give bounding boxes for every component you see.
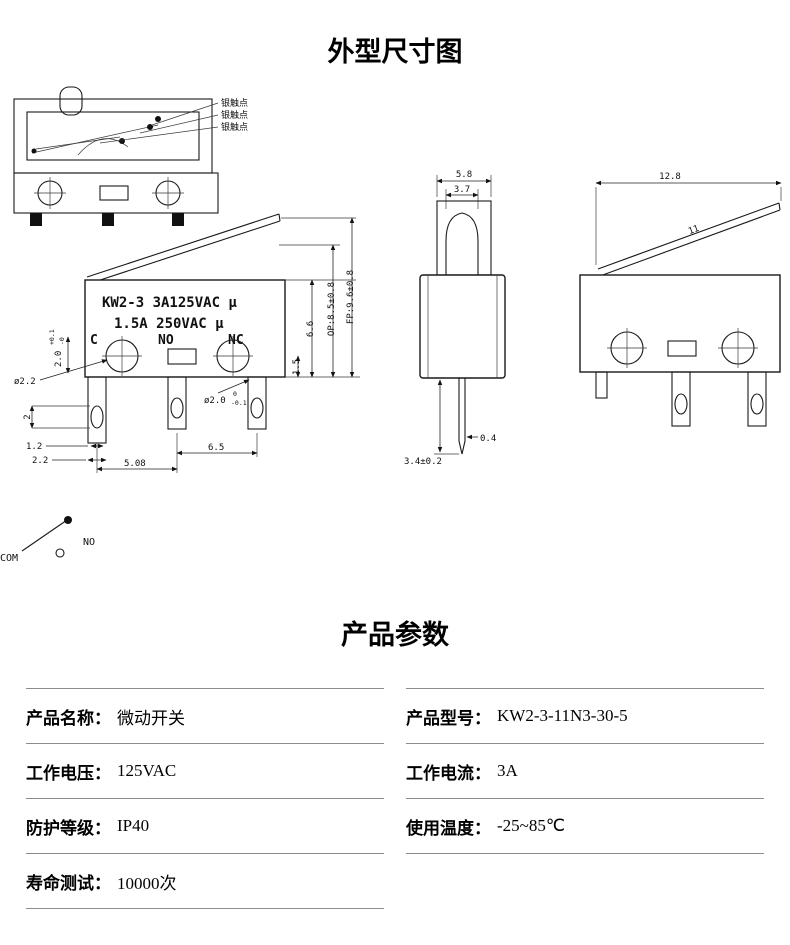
plunger [59,86,83,116]
dim-3-4: 3.4±0.2 [404,457,442,467]
spec-label: 产品名称： [26,708,111,728]
dim-hole-right: ø2.0 0 -0.1 [204,390,247,407]
spec-value: KW2-3-11N3-30-5 [497,706,628,725]
spec-row-model: 产品型号： KW2-3-11N3-30-5 [406,688,764,743]
spec-value: 3A [497,761,518,780]
spec-value: 125VAC [117,761,177,780]
spec-row-empty [406,853,764,908]
silver-contact-dot [119,138,125,144]
svg-text:2.0: 2.0 [54,351,64,367]
parameters-title: 产品参数 [341,620,449,650]
front-view: KW2-3 3A125VAC μ 1.5A 250VAC μ C NO NC 2… [14,213,360,473]
spec-row-product-name: 产品名称： 微动开关 [26,688,384,743]
spec-label: 防护等级： [26,818,111,838]
terminal-label-no: NO [158,333,174,348]
plunger-dome [445,212,479,275]
dim-1-5: 1.5 [292,359,302,375]
silver-contact-label-2: 银触点 [221,109,248,121]
spec-value: IP40 [117,816,150,835]
spec-value: -25~85℃ [497,816,565,835]
terminal-c [87,376,107,444]
dim-6-5: 6.5 [208,443,224,453]
dim-12-8: 12.8 [659,172,681,182]
lever [597,202,781,277]
dim-terminal-height: 2 [23,414,33,419]
switch-body-side [419,274,506,379]
spec-label: 工作电流： [406,763,491,783]
side-view: 5.8 3.7 3.4±0.2 0.4 [404,170,506,467]
dim-5-8: 5.8 [456,170,472,180]
svg-text:ø2.0: ø2.0 [204,396,226,406]
lever [86,213,281,285]
marking-line2: 1.5A 250VAC μ [114,316,224,332]
silver-contact-dot [155,116,161,122]
dim-0-4: 0.4 [480,434,496,444]
dim-lever-length: 11 [687,224,701,237]
dim-2-0: 2.0 +0.1 -0 [48,329,66,367]
marking-line1: KW2-3 3A125VAC μ [102,295,237,311]
dim-op: OP:8.5±0.8 [327,282,337,336]
outline-drawing-title: 外型尺寸图 [327,37,463,67]
switch-body [579,274,781,373]
switch-lever-symbol [21,517,71,552]
terminal-no [167,376,187,430]
svg-text:0: 0 [233,390,237,398]
actuator-housing [436,200,492,276]
terminal-label-c: C [90,333,98,348]
circuit-symbol: COM NO [0,516,95,564]
spec-row-voltage: 工作电压： 125VAC [26,743,384,798]
com-label: COM [0,553,18,564]
dimension-drawing: 银触点 银触点 银触点 KW2-3 3A125VAC μ 1.5A 250VAC… [0,86,782,564]
spec-row-life-test: 寿命测试： 10000次 [26,853,384,909]
spec-col-left: 产品名称： 微动开关 工作电压： 125VAC 防护等级： IP40 寿命测试：… [26,688,384,909]
spec-col-right: 产品型号： KW2-3-11N3-30-5 工作电流： 3A 使用温度： -25… [406,688,764,909]
no-contact-symbol [55,548,65,558]
lever-side-view: 12.8 11 [579,172,782,427]
switch-body [84,279,286,378]
spec-label: 寿命测试： [26,873,111,893]
terminal [671,371,691,427]
dim-1-2: 1.2 [26,442,42,452]
terminal [595,371,608,399]
svg-text:-0: -0 [58,337,66,345]
svg-text:+0.1: +0.1 [48,329,56,345]
dim-2-2: 2.2 [32,456,48,466]
spec-row-current: 工作电流： 3A [406,743,764,798]
terminal [747,371,767,427]
spec-value: 10000次 [117,873,177,893]
terminal-nc [247,376,267,430]
spec-value: 微动开关 [117,708,185,728]
spec-table: 产品名称： 微动开关 工作电压： 125VAC 防护等级： IP40 寿命测试：… [26,688,764,909]
no-label: NO [83,537,95,548]
spec-label: 产品型号： [406,708,491,728]
svg-text:-0.1: -0.1 [231,399,247,407]
terminal-pin [458,378,466,455]
spec-label: 工作电压： [26,763,111,783]
spec-row-temperature: 使用温度： -25~85℃ [406,798,764,853]
dim-3-7: 3.7 [454,185,470,195]
dim-hole-left: ø2.2 [14,377,36,387]
silver-contact-dot [147,124,153,130]
dim-fp: FP:9.6±0.8 [346,270,356,324]
dim-5-08: 5.08 [124,459,146,469]
silver-contact-label-3: 银触点 [221,121,248,133]
dim-6-6: 6.6 [306,321,316,337]
spec-row-protection: 防护等级： IP40 [26,798,384,853]
internal-structure-view: 银触点 银触点 银触点 [13,86,248,226]
spec-label: 使用温度： [406,818,491,838]
silver-contact-label-1: 银触点 [221,97,248,109]
